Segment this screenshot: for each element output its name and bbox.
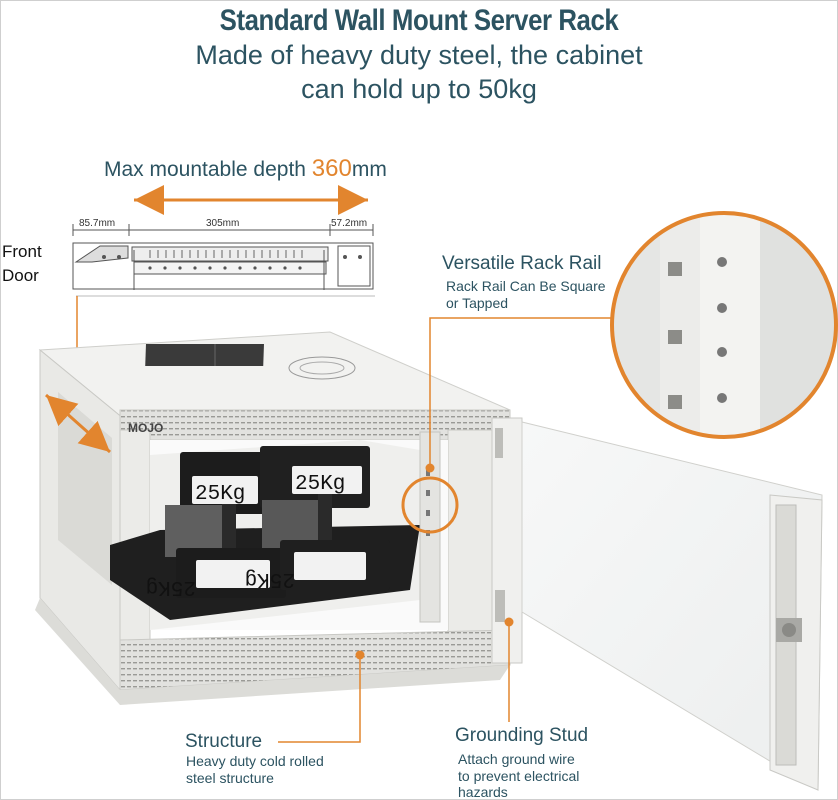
structure-callout-desc-line-2: steel structure (186, 770, 274, 786)
ground-callout-desc-line-3: hazards (458, 784, 508, 800)
max-depth-label: Max mountable depth 360mm (104, 155, 387, 183)
rail-callout-desc-line-2: or Tapped (446, 295, 509, 311)
front-door-label-line-1: Front (2, 242, 42, 261)
dim-right-label: 57.2mm (331, 218, 368, 229)
ground-callout-desc-line-1: Attach ground wire (458, 751, 575, 767)
rail-callout-desc-line-1: Rack Rail Can Be Square (446, 278, 606, 294)
dim-left-label: 85.7mm (79, 218, 116, 229)
side-depth-arrow (45, 393, 111, 454)
weight-label-2: 25Kg (295, 473, 345, 496)
max-depth-value: 360 (311, 155, 352, 182)
dimension-vent-slots (149, 250, 303, 258)
brand-logo: MOJO (128, 421, 163, 435)
rail-zoom-view (610, 211, 838, 439)
max-depth-prefix: Max mountable depth (104, 158, 312, 181)
page-title: Standard Wall Mount Server Rack (219, 4, 619, 37)
front-door (491, 417, 823, 791)
structure-callout-leader (278, 650, 365, 743)
weight-label-3: 25Kg (146, 575, 196, 598)
weight-label-4: 25Kg (245, 567, 295, 590)
subtitle-line-1: Made of heavy duty steel, the cabinet (195, 40, 643, 70)
dim-middle-label: 305mm (206, 218, 240, 229)
front-door-label-line-2: Door (2, 266, 39, 285)
rail-callout-title: Versatile Rack Rail (442, 253, 602, 274)
ground-callout-leader (504, 617, 514, 722)
max-depth-unit: mm (351, 158, 387, 181)
structure-callout-title: Structure (185, 731, 263, 752)
ground-callout-desc-line-2: to prevent electrical (458, 768, 580, 784)
dimension-holes (102, 255, 362, 270)
structure-callout-desc-line-1: Heavy duty cold rolled (186, 753, 324, 769)
subtitle-line-2: can hold up to 50kg (301, 74, 537, 104)
rail-highlight-circle (401, 476, 459, 534)
weight-label-1: 25Kg (195, 483, 245, 506)
rail-callout-leader (425, 317, 612, 473)
weights-stack: 25Kg 25Kg 25Kg 25Kg (146, 446, 390, 598)
ground-callout-title: Grounding Stud (455, 725, 589, 746)
